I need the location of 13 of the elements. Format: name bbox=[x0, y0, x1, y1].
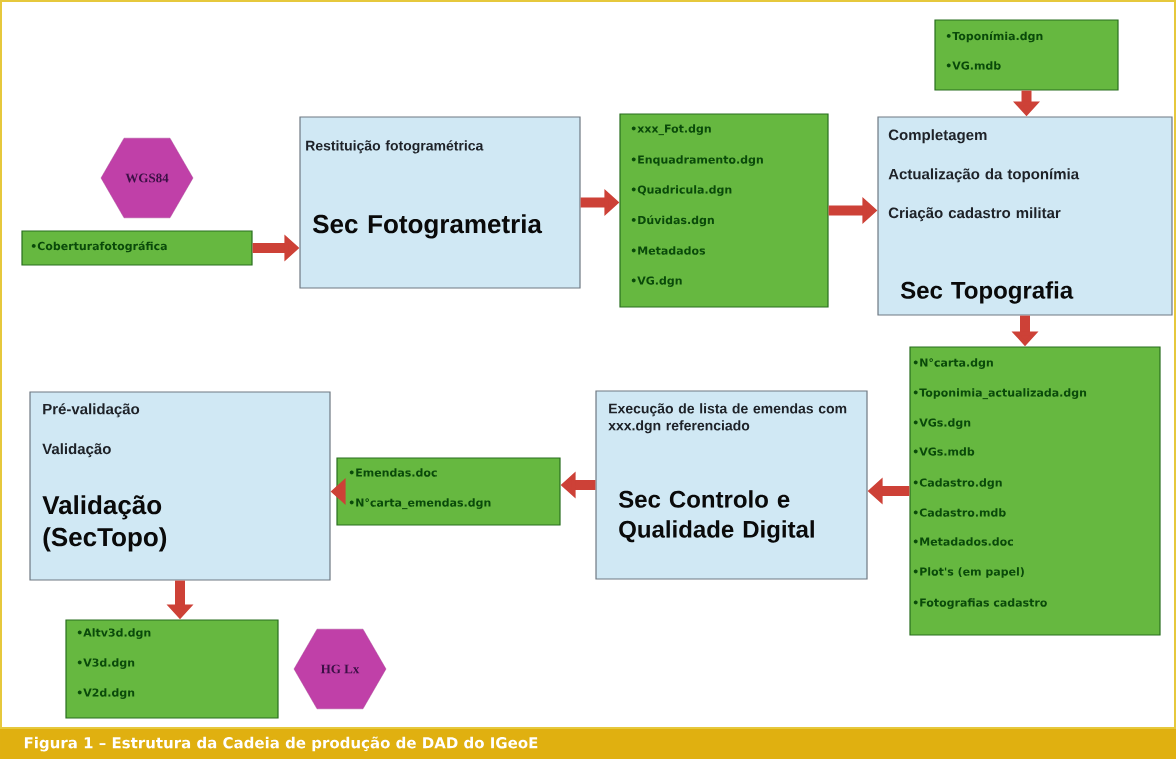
file-list-box: •Altv3d.dgn •V3d.dgn •V2d.dgn bbox=[65, 619, 279, 719]
caption-band: Figura 1 – Estrutura da Cadeia de produção de DAD do IGeoE bbox=[0, 729, 1176, 759]
hexagon: WGS84 bbox=[100, 137, 194, 219]
file-list-box: •xxx_Fot.dgn •Enquadramento.dgn •Quadricula.dgn •Dúvidas.dgn •Metadados •VG.dgn bbox=[619, 113, 829, 308]
file-list-box: •N°carta.dgn •Toponimia_actualizada.dgn •VGs.dgn •VGs.mdb •Cadastro.dgn •Cadastro.mdb •Metadados.doc •Plot's (em papel) •Fotografias cadastro bbox=[909, 346, 1161, 636]
file-list-box: •Coberturafotográfica bbox=[21, 230, 253, 266]
process-box: Execução de lista de emendas com xxx.dgn referenciado Sec Controlo e Qualidade Digital bbox=[595, 390, 868, 580]
process-box: Completagem Actualização da toponímia Criação cadastro militar Sec Topografia bbox=[877, 116, 1173, 316]
process-box: Pré-validação Validação Validação (SecTopo) bbox=[29, 391, 331, 581]
file-list-box: •Emendas.doc •N°carta_emendas.dgn bbox=[336, 457, 561, 526]
hexagon: HG Lx bbox=[293, 628, 387, 710]
file-list-box: •Toponímia.dgn •VG.mdb bbox=[934, 19, 1119, 91]
process-box: Restituição fotogramétrica Sec Fotogrametria bbox=[299, 116, 581, 289]
